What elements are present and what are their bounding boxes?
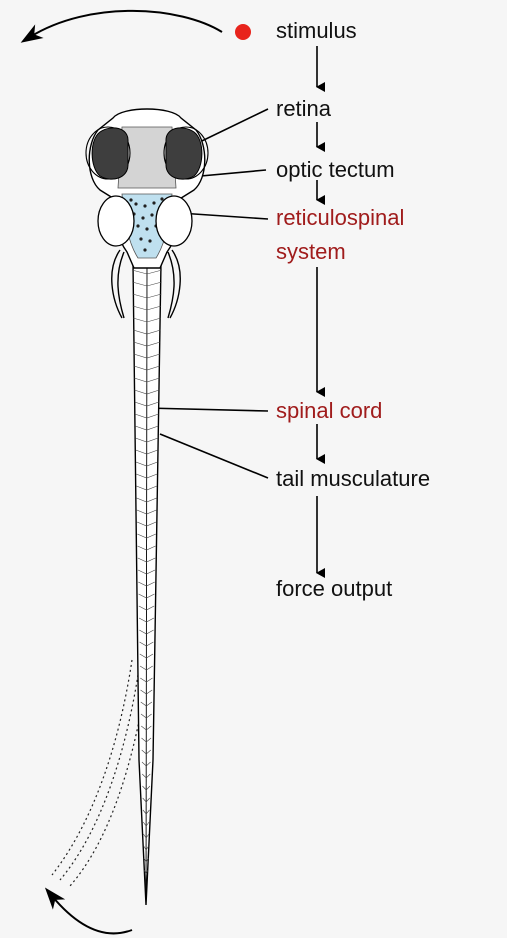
label-retina: retina [276,95,331,123]
label-optic-tectum: optic tectum [276,156,395,184]
eye-right [166,128,202,179]
label-spinal-cord: spinal cord [276,397,382,425]
label-tail-musculature: tail musculature [276,465,430,493]
stimulus-dot [235,24,251,40]
fish-tail [132,263,162,905]
otic-right [156,196,192,246]
top-turn-arrow [30,11,222,37]
otic-left [98,196,134,246]
tail-motion-trace [52,660,145,886]
eye-left [92,128,128,179]
label-reticulospinal: reticulospinal [276,204,404,232]
label-force-output: force output [276,575,392,603]
label-stimulus: stimulus [276,17,357,45]
label-system: system [276,238,346,266]
bottom-turn-arrow [52,896,132,933]
